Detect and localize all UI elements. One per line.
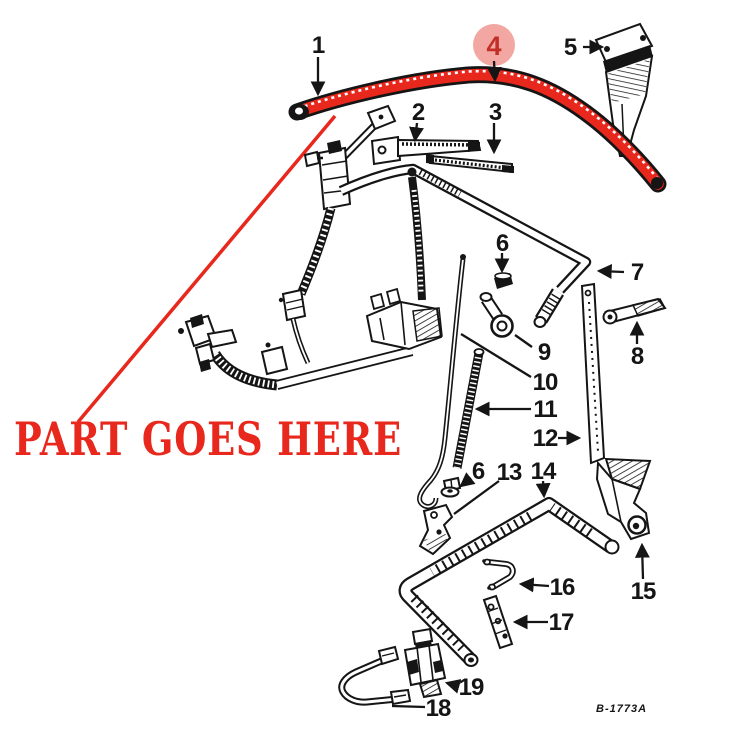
callout-6-lower: 6 <box>459 458 486 488</box>
part-6-upper-drawing <box>494 272 513 289</box>
part-15-drawing <box>595 457 652 541</box>
highlight-circle-fill <box>473 24 515 66</box>
part-11-drawing <box>452 348 485 469</box>
svg-text:6: 6 <box>472 458 485 485</box>
callout-1: 1 <box>310 32 326 97</box>
part-16-drawing <box>482 558 516 591</box>
part-13-drawing <box>418 503 454 556</box>
callout-15: 15 <box>631 542 657 605</box>
highlight-leader-line <box>76 114 337 424</box>
part-8-drawing <box>602 297 667 325</box>
part-12-drawing <box>580 282 606 465</box>
callout-19: 19 <box>444 674 485 701</box>
svg-text:9: 9 <box>538 339 551 366</box>
callout-17: 17 <box>512 609 575 636</box>
part-9-drawing <box>479 292 514 338</box>
frame-tube-and-sway-rod-drawing <box>338 163 592 328</box>
part-6-lower-drawing <box>440 476 462 498</box>
callout-16: 16 <box>518 574 576 601</box>
part-17-drawing <box>482 594 514 650</box>
callout-3: 3 <box>486 99 503 155</box>
svg-text:10: 10 <box>533 369 558 396</box>
callout-10: 10 <box>460 333 559 396</box>
svg-text:12: 12 <box>533 425 558 452</box>
part-10-drawing <box>417 254 466 510</box>
svg-text:2: 2 <box>412 99 425 126</box>
part-19-drawing <box>403 627 447 699</box>
svg-text:14: 14 <box>531 458 557 485</box>
callout-13: 13 <box>453 459 523 515</box>
callout-11: 11 <box>474 396 558 423</box>
svg-text:8: 8 <box>631 343 644 370</box>
svg-text:7: 7 <box>631 259 644 286</box>
svg-text:13: 13 <box>497 459 522 486</box>
callout-9: 9 <box>514 334 552 366</box>
part-18-drawing <box>338 645 412 706</box>
lower-frame-bar-drawing <box>178 287 443 391</box>
annotation-text: PART GOES HERE <box>14 412 402 466</box>
highlight-circle: 4 <box>473 24 515 83</box>
callout-5: 5 <box>564 34 605 61</box>
callout-2: 2 <box>409 99 426 143</box>
rockshaft-clamp-drawing <box>278 104 397 365</box>
callout-7: 7 <box>596 259 645 286</box>
callout-4-label: 4 <box>486 31 501 61</box>
callout-6-upper: 6 <box>494 230 510 274</box>
part-2-drawing <box>370 135 482 166</box>
svg-text:3: 3 <box>489 99 502 126</box>
callout-18: 18 <box>391 695 452 722</box>
svg-text:15: 15 <box>631 578 656 605</box>
svg-text:1: 1 <box>312 32 325 59</box>
svg-text:16: 16 <box>550 574 575 601</box>
drawing-number: B-1773A <box>596 703 647 715</box>
svg-text:5: 5 <box>564 34 577 61</box>
svg-text:11: 11 <box>533 396 557 423</box>
part-4-highlighted-bar <box>288 66 667 193</box>
svg-text:18: 18 <box>426 695 451 722</box>
svg-text:19: 19 <box>459 674 484 701</box>
svg-text:6: 6 <box>496 230 509 257</box>
callout-12: 12 <box>533 425 582 452</box>
callout-14: 14 <box>531 458 558 499</box>
part-3-drawing <box>426 154 514 174</box>
part-14-drawing <box>398 497 620 667</box>
svg-text:17: 17 <box>549 609 574 636</box>
callout-8: 8 <box>629 320 645 370</box>
